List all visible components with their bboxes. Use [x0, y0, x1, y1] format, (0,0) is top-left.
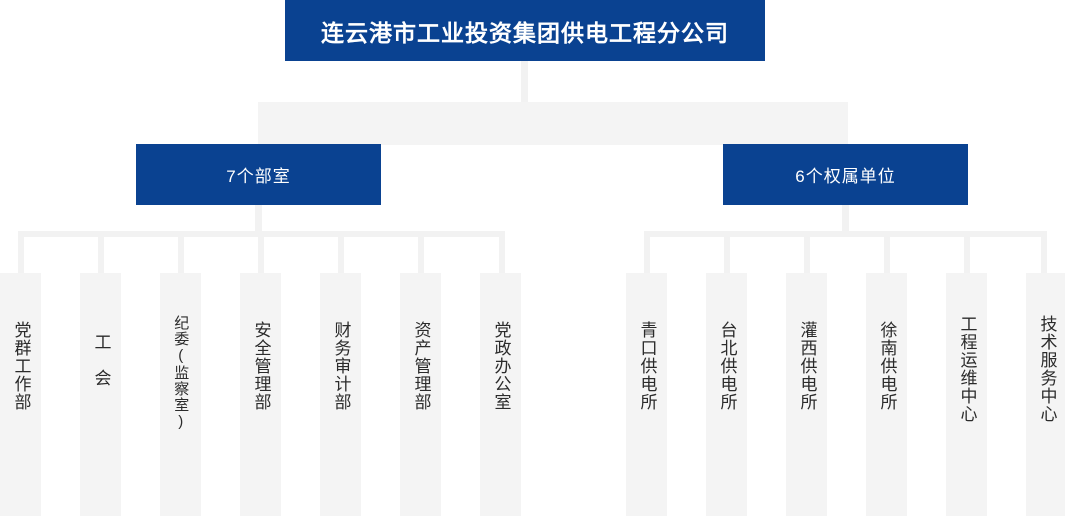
leaf-label: 资产管理部 — [411, 321, 431, 411]
leaf-node-dept-6[interactable]: 资产管理部 — [400, 273, 441, 516]
leaf-node-dept-5[interactable]: 财务审计部 — [320, 273, 361, 516]
branch-stem-affiliated-units — [842, 205, 849, 234]
leaf-label: 技术服务中心 — [1037, 315, 1057, 423]
leaf-drop-5 — [338, 231, 344, 274]
level2-bus-connector — [258, 102, 848, 145]
leaf-node-unit-1[interactable]: 青口供电所 — [626, 273, 667, 516]
leaf-drop-10 — [804, 231, 810, 274]
leaf-drop-8 — [644, 231, 650, 274]
leaf-node-unit-2[interactable]: 台北供电所 — [706, 273, 747, 516]
leaf-label-wrap: 台北供电所 — [706, 321, 747, 411]
leaf-label: 纪委(监察室) — [172, 315, 190, 431]
leaf-node-dept-2[interactable]: 工 会 — [80, 273, 121, 516]
leaf-label: 徐南供电所 — [877, 321, 897, 411]
leaf-node-dept-7[interactable]: 党政办公室 — [480, 273, 521, 516]
leaf-drop-13 — [1041, 231, 1047, 274]
branch-stem-departments — [255, 205, 262, 234]
leaf-drop-12 — [964, 231, 970, 274]
leaf-drop-4 — [258, 231, 264, 274]
leaf-node-dept-1[interactable]: 党群工作部 — [0, 273, 41, 516]
leaf-label: 工 会 — [91, 333, 111, 387]
leaf-drop-11 — [884, 231, 890, 274]
leaf-label-wrap: 徐南供电所 — [866, 321, 907, 411]
leaf-node-unit-5[interactable]: 工程运维中心 — [946, 273, 987, 516]
leaf-drop-3 — [178, 231, 184, 274]
root-stem-connector — [521, 61, 528, 104]
leaf-label: 台北供电所 — [717, 321, 737, 411]
leaf-node-dept-3[interactable]: 纪委(监察室) — [160, 273, 201, 516]
leaf-label: 安全管理部 — [251, 321, 271, 411]
leaf-label-wrap: 技术服务中心 — [1026, 315, 1065, 423]
leaf-label-wrap: 资产管理部 — [400, 321, 441, 411]
leaf-label-wrap: 党群工作部 — [0, 321, 41, 411]
leaf-node-unit-3[interactable]: 灌西供电所 — [786, 273, 827, 516]
leaf-label-wrap: 党政办公室 — [480, 321, 521, 411]
leaf-label-wrap: 工程运维中心 — [946, 315, 987, 423]
leaf-label: 工程运维中心 — [957, 315, 977, 423]
group-node-departments[interactable]: 7个部室 — [136, 144, 381, 205]
leaf-label-wrap: 纪委(监察室) — [160, 315, 201, 431]
leaf-drop-7 — [499, 231, 505, 274]
leaf-label-wrap: 灌西供电所 — [786, 321, 827, 411]
leaf-label: 党政办公室 — [491, 321, 511, 411]
leaf-label-wrap: 安全管理部 — [240, 321, 281, 411]
leaf-label-wrap: 工 会 — [80, 333, 121, 387]
leaf-label: 财务审计部 — [331, 321, 351, 411]
leaf-node-dept-4[interactable]: 安全管理部 — [240, 273, 281, 516]
branch-bus-affiliated-units — [644, 231, 1047, 237]
leaf-label: 党群工作部 — [11, 321, 31, 411]
leaf-drop-9 — [724, 231, 730, 274]
leaf-node-unit-6[interactable]: 技术服务中心 — [1026, 273, 1065, 516]
group-node-affiliated-units[interactable]: 6个权属单位 — [723, 144, 968, 205]
leaf-label-wrap: 财务审计部 — [320, 321, 361, 411]
leaf-label: 青口供电所 — [637, 321, 657, 411]
leaf-label: 灌西供电所 — [797, 321, 817, 411]
leaf-node-unit-4[interactable]: 徐南供电所 — [866, 273, 907, 516]
leaf-label-wrap: 青口供电所 — [626, 321, 667, 411]
root-node-title: 连云港市工业投资集团供电工程分公司 — [285, 0, 765, 61]
leaf-drop-6 — [418, 231, 424, 274]
leaf-drop-1 — [18, 231, 24, 274]
leaf-drop-2 — [98, 231, 104, 274]
